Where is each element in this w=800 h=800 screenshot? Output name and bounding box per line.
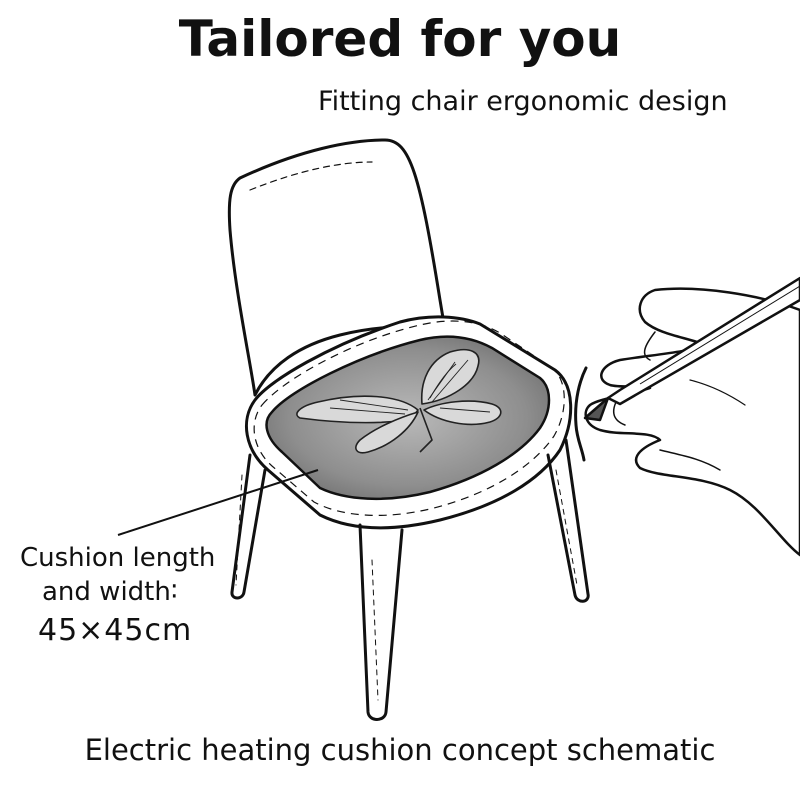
page-title: Tailored for you	[178, 10, 622, 68]
footer-caption: Electric heating cushion concept schemat…	[84, 733, 716, 767]
pointer-line	[117, 469, 319, 536]
hand-icon	[584, 287, 800, 557]
page-subtitle: Fitting chair ergonomic design	[318, 86, 728, 117]
cushion-size-label-2: and width∶	[42, 577, 178, 607]
cushion-size-label: Cushion length	[20, 543, 216, 573]
butterfly-icon	[296, 348, 502, 454]
cushion-size-value: 45×45cm	[38, 613, 193, 648]
pen-icon	[583, 276, 800, 422]
